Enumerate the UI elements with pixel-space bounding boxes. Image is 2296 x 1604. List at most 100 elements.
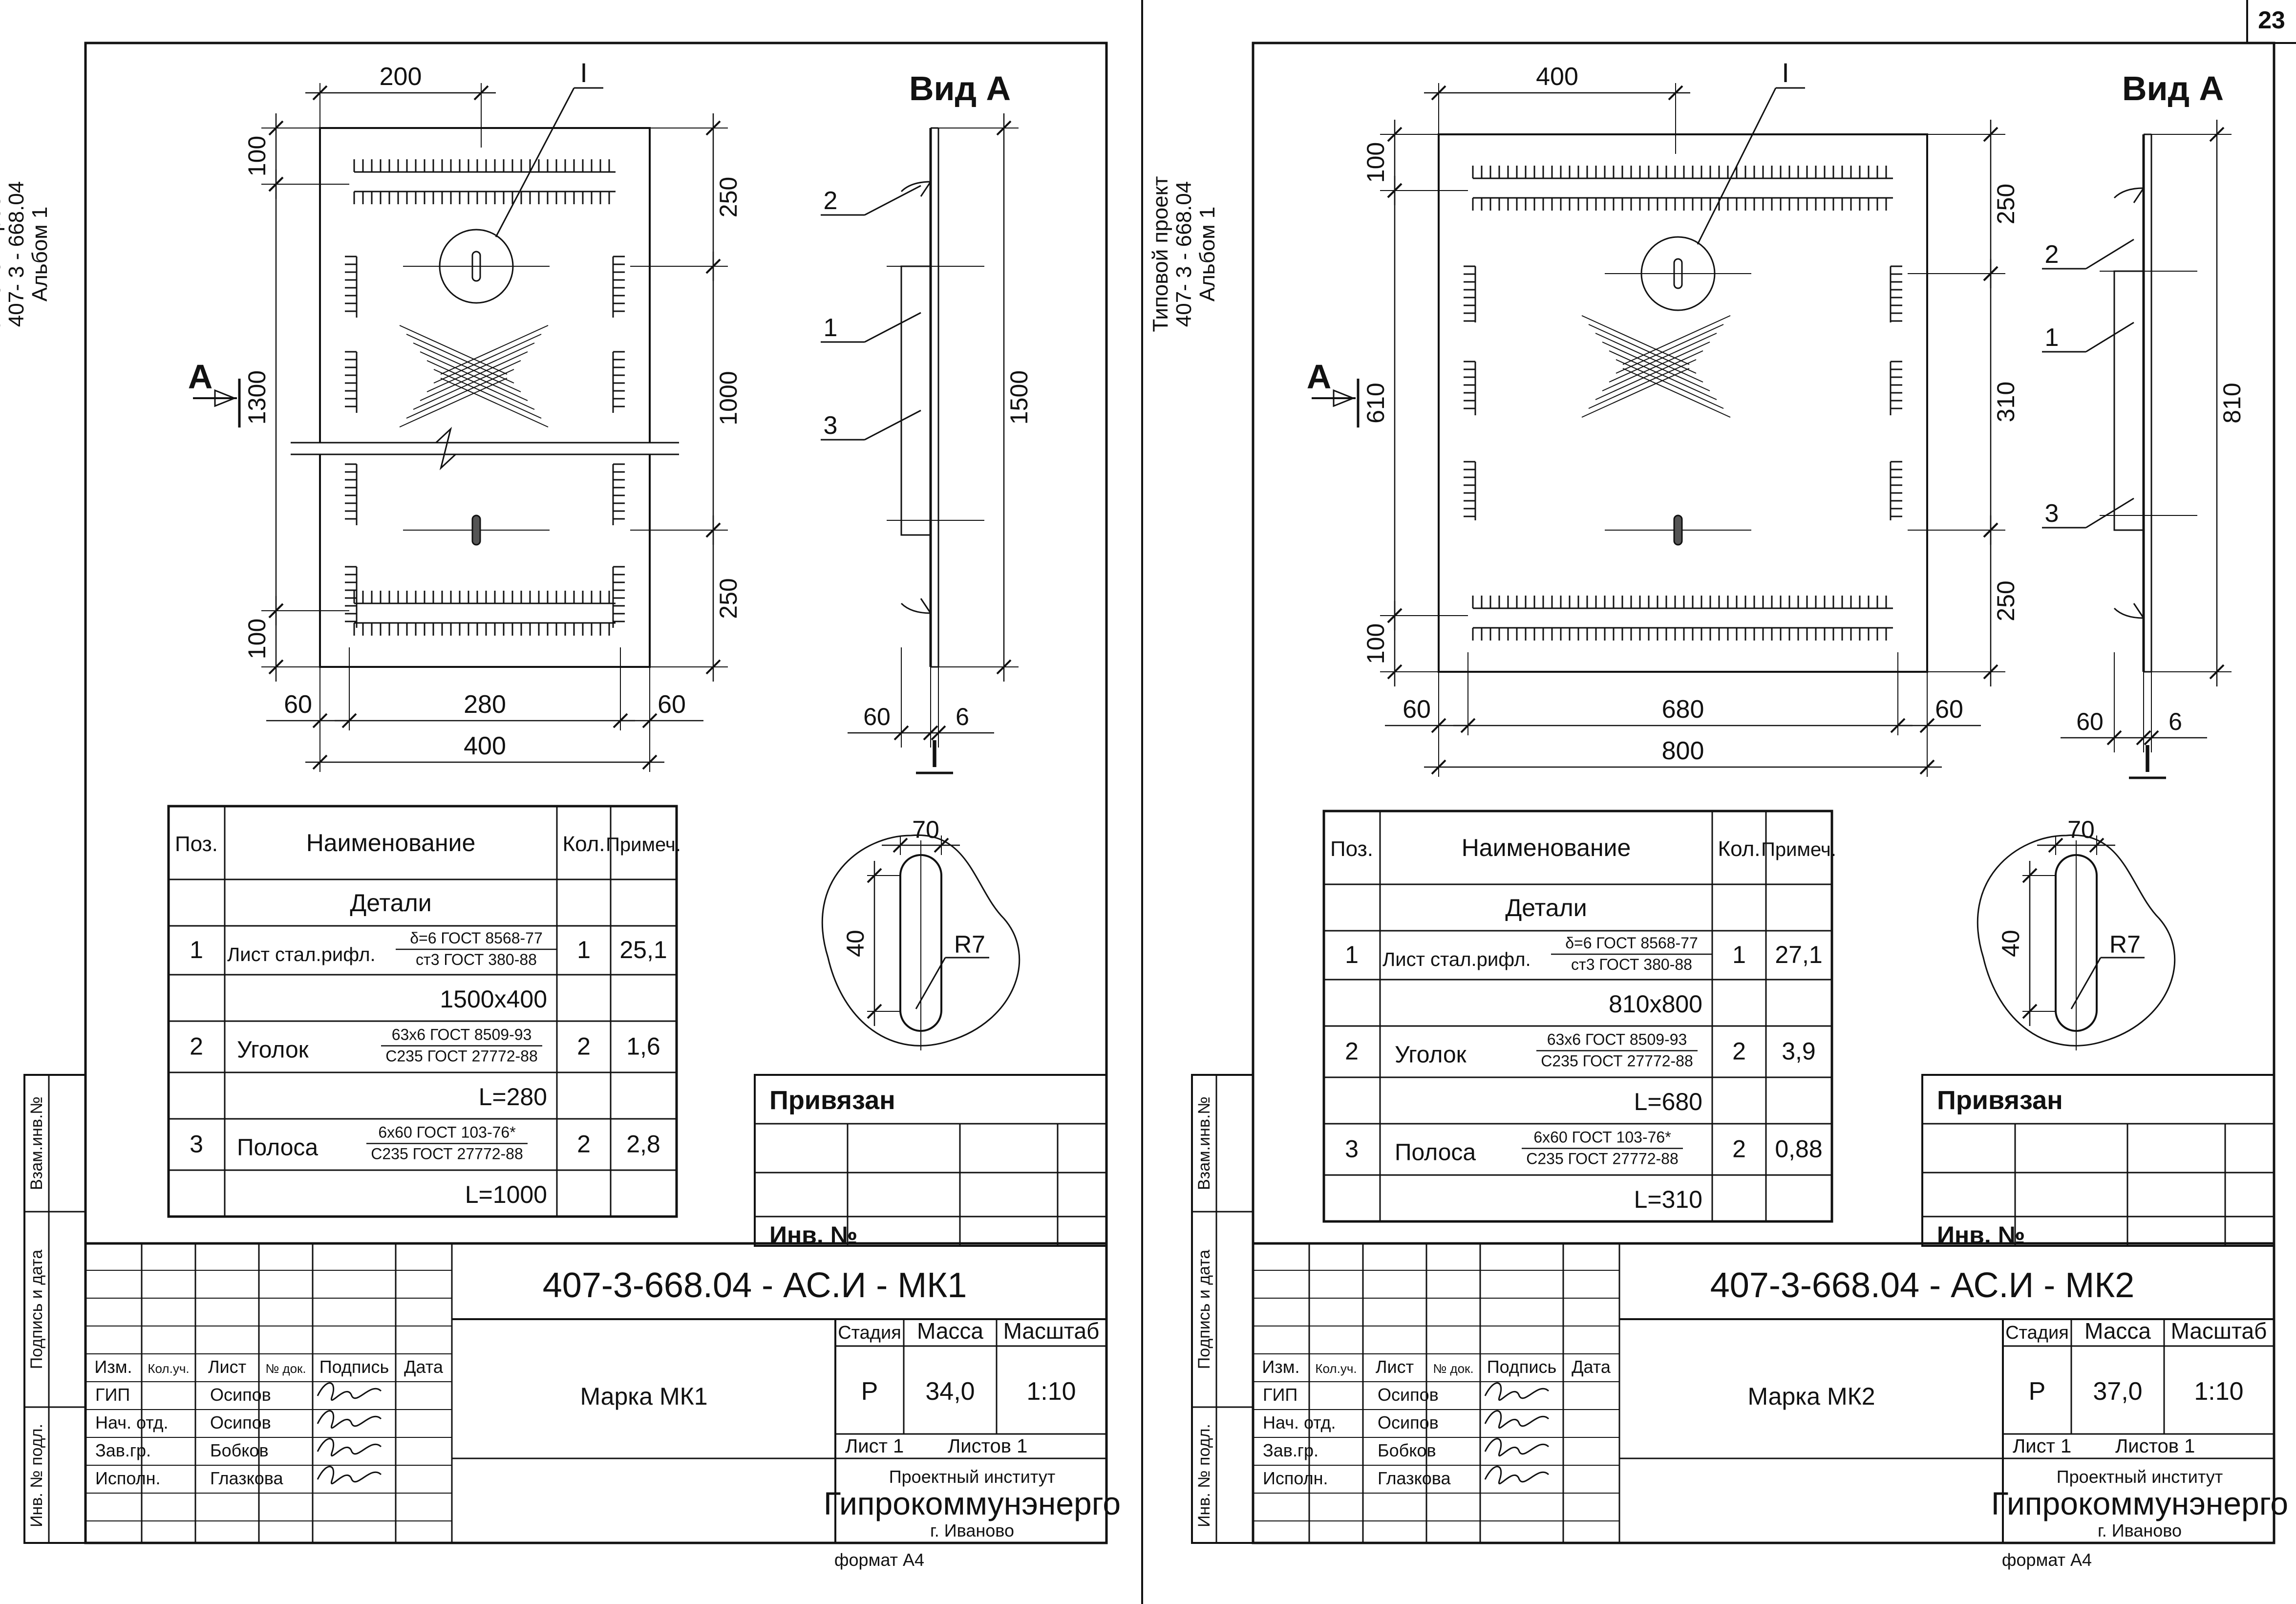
scale-label: Масштаб	[1003, 1318, 1100, 1344]
staff-name: Глазкова	[1378, 1468, 1451, 1488]
project-stamp-text: Альбом 1	[28, 207, 52, 302]
section-mark: I	[2142, 737, 2153, 780]
dimension-value: 70	[2067, 816, 2095, 843]
spec-note: 25,1	[619, 936, 667, 963]
document-code: 407-3-668.04 - АС.И - МК2	[1710, 1266, 2134, 1305]
scale-value: 1:10	[2194, 1377, 2243, 1406]
spec-item-name: Полоса	[237, 1135, 318, 1161]
view-title: Вид А	[909, 69, 1011, 107]
dimension-value: 400	[1536, 63, 1578, 91]
dimension-tick	[1431, 85, 1446, 101]
staff-role: ГИП	[1263, 1385, 1297, 1405]
dimension-tick	[1983, 664, 1998, 680]
dimension-tick	[893, 837, 908, 853]
dimension-tick	[2022, 868, 2038, 883]
format-label: формат А4	[834, 1550, 924, 1570]
dimension-tick	[1431, 759, 1446, 775]
hatch-line	[420, 351, 528, 401]
hatch-line	[440, 378, 549, 428]
dimension-value: 610	[1362, 383, 1389, 423]
strip-bar	[2113, 270, 2145, 531]
dimension-tick	[1387, 664, 1403, 680]
hatch-line	[1609, 333, 1717, 383]
project-stamp-text: Типовой проект	[1148, 176, 1172, 332]
side-label-signature-date: Подпись и дата	[1195, 1250, 1213, 1369]
scale-label: Масштаб	[2171, 1318, 2267, 1344]
dimension-value: 60	[2076, 708, 2104, 735]
dimension-value: 810	[2218, 383, 2246, 423]
dimension-tick	[1387, 127, 1403, 142]
signature-scribble	[317, 1466, 382, 1484]
staff-role: Исполн.	[95, 1468, 161, 1488]
title-header: № док.	[265, 1361, 306, 1376]
inventory-number-label: Инв. №	[769, 1221, 857, 1249]
signature-scribble	[317, 1438, 382, 1456]
spec-position: 2	[190, 1033, 203, 1060]
dimension-tick	[705, 258, 721, 274]
staff-name: Осипов	[1378, 1385, 1439, 1405]
staff-name: Бобков	[1378, 1440, 1436, 1460]
slot-hole	[1673, 258, 1683, 289]
dimension-tick	[268, 176, 284, 192]
dimension-tick	[2209, 664, 2225, 680]
dimension-tick	[1387, 183, 1403, 198]
leader-line	[2085, 238, 2134, 270]
title-header: Подпись	[1487, 1357, 1556, 1377]
spec-item-name: Уголок	[1395, 1042, 1467, 1068]
angle-bracket	[900, 181, 932, 197]
dimension-value: 100	[243, 619, 271, 659]
dimension-tick	[705, 120, 721, 136]
spec-standard: 6х60 ГОСТ 103-76*	[1533, 1129, 1671, 1146]
hatch-line	[1602, 342, 1710, 391]
spec-standard: 63х6 ГОСТ 8509-93	[1547, 1031, 1687, 1048]
dimension-tick	[1983, 522, 1998, 538]
dimension-tick	[996, 120, 1012, 136]
hatch-line	[406, 334, 514, 384]
dimension-value: 680	[1662, 695, 1704, 724]
leader-line	[2085, 497, 2134, 529]
spec-quantity: 1	[577, 936, 591, 963]
leader-line	[915, 957, 946, 1009]
spec-header: Поз.	[175, 832, 218, 856]
stage-label: Стадия	[838, 1323, 901, 1343]
dimension-tick	[1983, 127, 1998, 142]
leader-line	[495, 87, 575, 237]
side-label-original-inv: Инв. № подл.	[1195, 1424, 1213, 1527]
sheet-number: Лист 1	[845, 1435, 904, 1457]
spec-item-name: Уголок	[237, 1037, 309, 1063]
dimension-tick	[1668, 85, 1683, 101]
break-gap	[291, 443, 679, 454]
signature-scribble	[1484, 1438, 1550, 1456]
view-arrow-label: А	[188, 358, 213, 396]
spec-header: Кол.	[1718, 837, 1760, 861]
spec-header: Наименование	[1462, 834, 1631, 861]
position-callout: 3	[824, 411, 838, 440]
staff-name: Осипов	[1378, 1412, 1439, 1433]
dimension-value: 250	[715, 177, 742, 217]
signature-scribble	[1484, 1382, 1550, 1401]
dimension-tick	[473, 85, 489, 101]
stage-label: Стадия	[2005, 1323, 2069, 1343]
position-callout: 1	[824, 314, 838, 342]
leader-line	[2085, 321, 2134, 353]
mark-name: Марка МК1	[580, 1383, 707, 1410]
dimension-tick	[934, 837, 949, 853]
staff-role: Зав.гр.	[1263, 1440, 1318, 1460]
page-number: 23	[2258, 6, 2285, 34]
staff-role: Исполн.	[1263, 1468, 1328, 1488]
spec-standard: 6х60 ГОСТ 103-76*	[378, 1124, 515, 1141]
spec-size: L=310	[1634, 1186, 1702, 1213]
spec-position: 3	[190, 1131, 203, 1158]
binding-frame	[754, 1074, 1107, 1247]
hatch-line	[1616, 359, 1724, 409]
spec-size: L=680	[1634, 1088, 1702, 1115]
mass-value: 34,0	[925, 1377, 975, 1406]
dimension-tick	[642, 713, 658, 728]
spec-header: Примеч.	[606, 834, 681, 855]
